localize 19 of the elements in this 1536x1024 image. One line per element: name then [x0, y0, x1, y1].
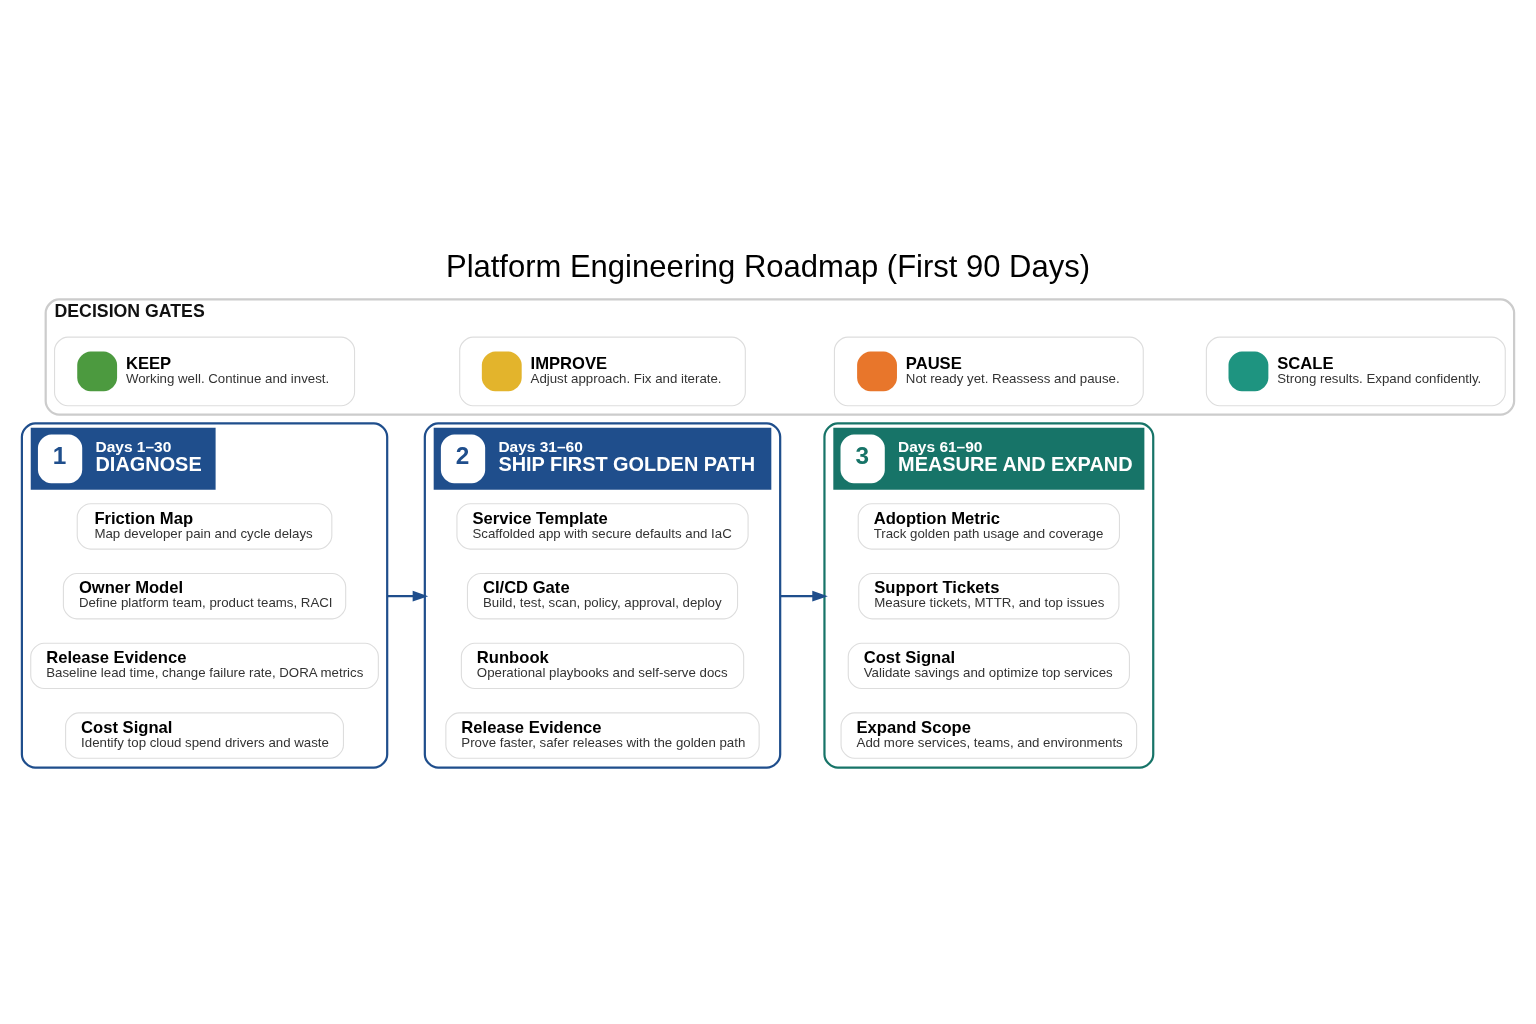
- node-box: Release Evidence Baseline lead time, change failure rate, DORA metrics: [30, 642, 379, 690]
- node-box: Cost Signal Validate savings and optimize top services: [847, 642, 1130, 690]
- diagram-title: Platform Engineering Roadmap (First 90 Days): [445, 248, 1091, 284]
- node-box: Owner Model Define platform team, product teams, RACI: [62, 572, 347, 620]
- arrow: [780, 590, 828, 602]
- node-box: Expand Scope Add more services, teams, and environments: [840, 712, 1138, 759]
- node-box: CI/CD Gate Build, test, scan, policy, approval, deploy: [466, 572, 739, 620]
- node-box: PAUSE Not ready yet. Reassess and pause.: [833, 336, 1144, 407]
- node-box: KEEP Working well. Continue and invest.: [54, 336, 356, 407]
- node-box: IMPROVE Adjust approach. Fix and iterate.: [459, 336, 746, 407]
- node-box: Service Template Scaffolded app with secure defaults and IaC: [456, 503, 749, 550]
- node-box: Adoption Metric Track golden path usage and coverage: [857, 503, 1121, 550]
- node-box: SCALE Strong results. Expand confidently.: [1205, 336, 1506, 407]
- node-box: Friction Map Map developer pain and cycle delays: [76, 503, 333, 550]
- node-box: Support Tickets Measure tickets, MTTR, and top issues: [858, 572, 1120, 620]
- node-box: Runbook Operational playbooks and self-serve docs: [460, 642, 745, 690]
- arrow: [387, 590, 429, 602]
- node-box: Cost Signal Identify top cloud spend drivers and waste: [65, 712, 345, 759]
- node-box: Release Evidence Prove faster, safer releases with the golden path: [445, 712, 760, 759]
